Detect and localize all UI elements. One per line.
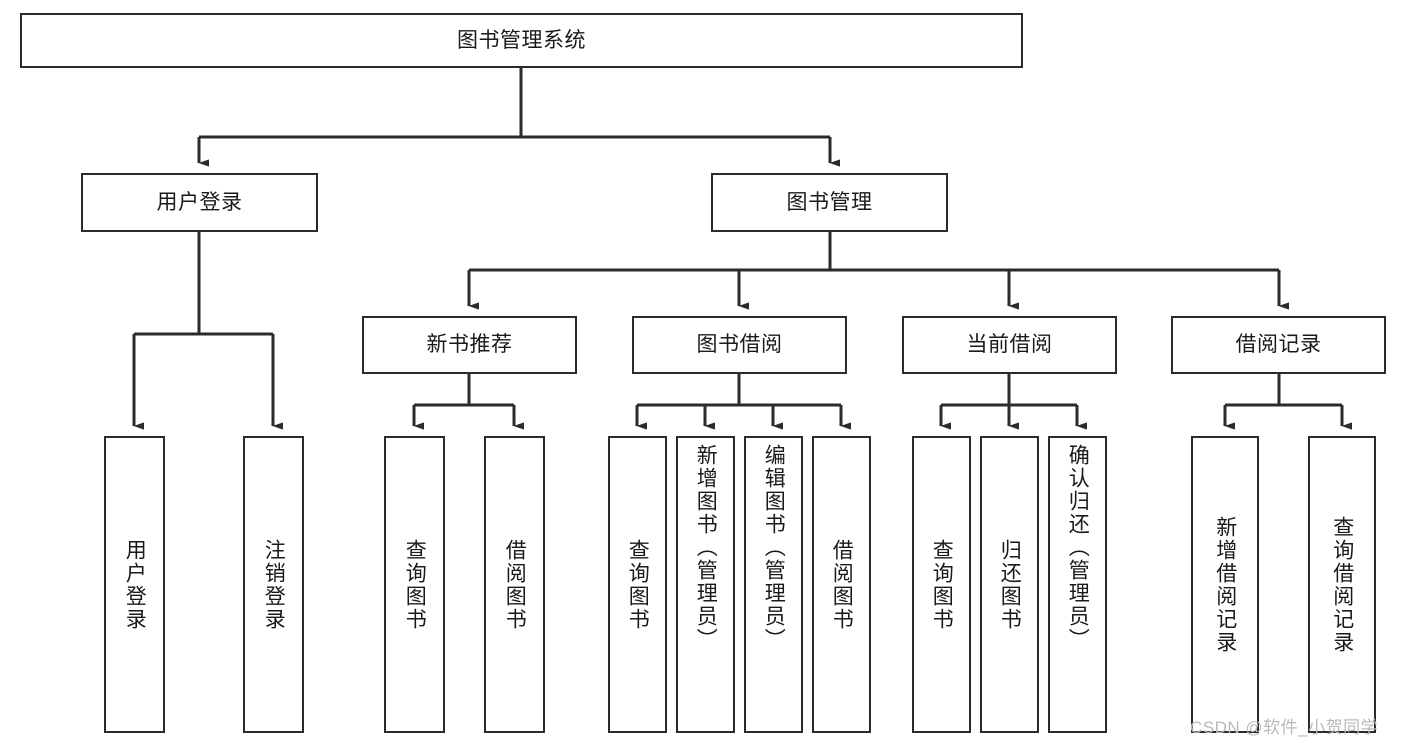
leaf-borrow-add[interactable]: 新增图书（管理员） [676,436,735,733]
node-user-login[interactable]: 用户登录 [81,173,318,232]
leaf-borrow-edit[interactable]: 编辑图书（管理员） [744,436,803,733]
node-new-book-recommend-label: 新书推荐 [426,333,513,357]
leaf-newbook-borrow[interactable]: 借阅图书 [484,436,545,733]
node-borrow-records[interactable]: 借阅记录 [1171,316,1386,374]
leaf-newbook-query-label: 查询图书 [403,538,427,631]
leaf-logout-label: 注销登录 [262,538,286,631]
leaf-records-add-label: 新增借阅记录 [1213,515,1237,654]
leaf-borrow-lend-label: 借阅图书 [830,538,854,631]
leaf-newbook-borrow-label: 借阅图书 [503,538,527,631]
node-book-borrow-label: 图书借阅 [696,333,783,357]
leaf-user-login[interactable]: 用户登录 [104,436,165,733]
leaf-borrow-query-label: 查询图书 [626,538,650,631]
leaf-borrow-add-label: 新增图书（管理员） [694,444,718,651]
leaf-current-confirm-return-label: 确认归还（管理员） [1066,444,1090,651]
leaf-records-query-label: 查询借阅记录 [1330,515,1354,654]
node-new-book-recommend[interactable]: 新书推荐 [362,316,577,374]
leaf-logout[interactable]: 注销登录 [243,436,304,733]
csdn-watermark: CSDN @软件_小贺同学 [1190,718,1379,737]
node-borrow-records-label: 借阅记录 [1235,333,1322,357]
node-root[interactable]: 图书管理系统 [20,13,1023,68]
node-root-label: 图书管理系统 [457,28,586,52]
leaf-current-confirm-return[interactable]: 确认归还（管理员） [1048,436,1107,733]
node-book-management[interactable]: 图书管理 [711,173,948,232]
leaf-borrow-query[interactable]: 查询图书 [608,436,667,733]
node-current-borrow[interactable]: 当前借阅 [902,316,1117,374]
leaf-user-login-label: 用户登录 [123,538,147,631]
leaf-borrow-edit-label: 编辑图书（管理员） [762,444,786,651]
node-current-borrow-label: 当前借阅 [966,333,1053,357]
leaf-borrow-lend[interactable]: 借阅图书 [812,436,871,733]
node-book-borrow[interactable]: 图书借阅 [632,316,847,374]
node-book-management-label: 图书管理 [786,190,873,214]
leaf-newbook-query[interactable]: 查询图书 [384,436,445,733]
leaf-current-query[interactable]: 查询图书 [912,436,971,733]
leaf-current-query-label: 查询图书 [930,538,954,631]
leaf-records-add[interactable]: 新增借阅记录 [1191,436,1259,733]
leaf-current-return[interactable]: 归还图书 [980,436,1039,733]
node-user-login-label: 用户登录 [156,190,243,214]
leaf-records-query[interactable]: 查询借阅记录 [1308,436,1376,733]
leaf-current-return-label: 归还图书 [998,538,1022,631]
